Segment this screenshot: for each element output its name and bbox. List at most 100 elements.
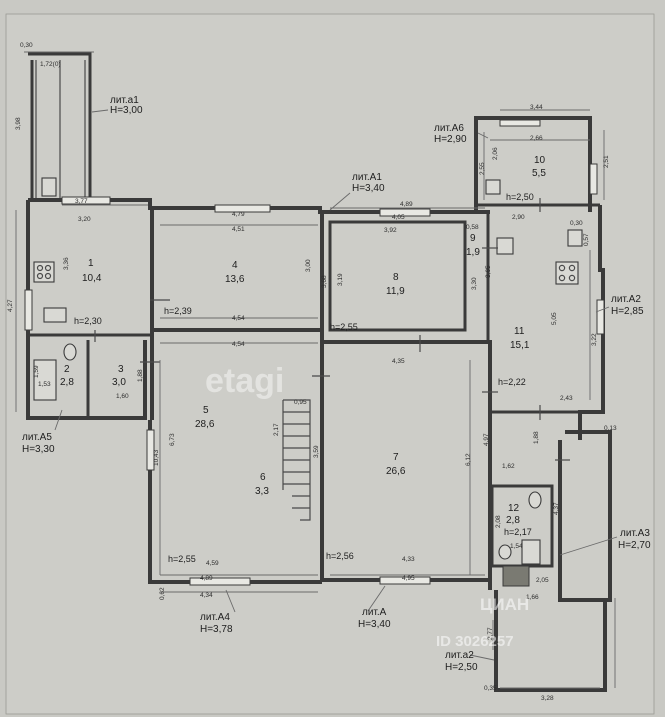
height-room11: h=2,22 <box>498 377 526 387</box>
dim-153: 1,53 <box>38 381 51 388</box>
room-8-number: 8 <box>393 272 399 283</box>
dim-398: 3,98 <box>15 117 22 130</box>
room-labels: 1 10,4 2 2,8 3 3,0 4 13,6 5 28,6 6 3,3 7… <box>60 155 546 526</box>
dim-454b: 4,54 <box>232 341 245 348</box>
leader-lines <box>54 109 618 661</box>
toilet-2 <box>63 343 77 361</box>
fixture-10 <box>485 179 501 195</box>
sink-11 <box>496 237 514 255</box>
label-a2-name: лит.а2 <box>445 650 474 661</box>
windows <box>24 119 605 586</box>
dim-435: 4,35 <box>392 358 405 365</box>
dim-320: 3,20 <box>78 216 91 223</box>
room-4-number: 4 <box>232 260 238 271</box>
label-A-name: лит.А <box>362 607 387 618</box>
dim-206: 2,06 <box>492 147 499 160</box>
dim-205: 2,05 <box>536 577 549 584</box>
dim-495: 4,95 <box>402 575 415 582</box>
doors <box>94 198 570 461</box>
room-7-number: 7 <box>393 452 399 463</box>
dim-300: 3,00 <box>305 259 312 272</box>
room-10-area: 5,5 <box>532 168 546 179</box>
dim-058: 0,58 <box>466 224 479 231</box>
room-11-number: 11 <box>514 326 525 337</box>
dim-433: 4,33 <box>402 556 415 563</box>
room-10-number: 10 <box>534 155 546 166</box>
room-5-area: 28,6 <box>195 419 215 430</box>
dim-062: 0,62 <box>159 587 166 600</box>
toilet-12 <box>528 491 542 509</box>
sink-1 <box>43 307 67 323</box>
room-7-area: 26,6 <box>386 466 406 477</box>
dim-673: 6,73 <box>169 433 176 446</box>
dim-1043: 10,43 <box>153 449 160 466</box>
dim-013: 0,13 <box>604 425 617 432</box>
room-11-area: 15,1 <box>510 340 530 351</box>
block-a1 <box>24 51 94 200</box>
dim-030b: 0,30 <box>570 220 583 227</box>
block-A2 <box>578 205 605 440</box>
dim-095: 0,95 <box>294 399 307 406</box>
watermarks: etagi ЦИАН ID 3026257 <box>205 362 529 650</box>
watermark-etagi: etagi <box>205 362 284 400</box>
dim-392: 3,92 <box>384 227 397 234</box>
label-A6-name: лит.А6 <box>434 123 464 134</box>
dim-377: 3,77 <box>75 198 88 205</box>
chimney <box>41 177 57 197</box>
dim-434: 4,34 <box>200 592 213 599</box>
watermark-cian: ЦИАН <box>480 595 529 614</box>
dim-368: 3,68 <box>321 275 328 288</box>
room-2-number: 2 <box>64 364 70 375</box>
dimension-lines <box>15 109 616 689</box>
label-A3-name: лит.А3 <box>620 528 650 539</box>
room-3-number: 3 <box>118 364 124 375</box>
dim-188b: 1,88 <box>533 431 540 444</box>
room-5-number: 5 <box>203 405 209 416</box>
dim-405: 4,05 <box>392 214 405 221</box>
dim-166: 1,66 <box>526 594 539 601</box>
label-A4-name: лит.А4 <box>200 612 230 623</box>
sheet-frame <box>5 13 655 715</box>
height-room8: h=2,55 <box>330 322 358 332</box>
height-room4: h=2,39 <box>164 306 192 316</box>
dim-489: 4,89 <box>400 201 413 208</box>
dim-427: 4,27 <box>7 299 14 312</box>
room-9-number: 9 <box>470 233 476 244</box>
label-a1-name: лит.а1 <box>110 95 139 106</box>
dim-159: 1,59 <box>33 365 40 378</box>
room-1-area: 10,4 <box>82 273 102 284</box>
dim-451: 4,51 <box>232 226 245 233</box>
height-room7: h=2,56 <box>326 551 354 561</box>
dim-217: 2,17 <box>273 423 280 436</box>
room-3-area: 3,0 <box>112 377 126 388</box>
room-9-area: 1,9 <box>466 247 480 258</box>
dim-489b: 4,89 <box>200 575 213 582</box>
stove-1 <box>33 261 55 283</box>
label-A5-name: лит.А5 <box>22 432 52 443</box>
label-A5-height: H=3,30 <box>22 444 55 455</box>
height-room1: h=2,30 <box>74 316 102 326</box>
label-a1-height: H=3,00 <box>110 105 143 116</box>
dim-266: 2,66 <box>530 135 543 142</box>
sink-12 <box>521 539 541 565</box>
dim-336: 3,36 <box>63 257 70 270</box>
block-a2 <box>494 590 607 692</box>
dim-322: 3,22 <box>591 333 598 346</box>
washbasin-12 <box>498 544 512 560</box>
dim-188: 1,88 <box>137 369 144 382</box>
dim-344: 3,44 <box>530 104 543 111</box>
room-8-area: 11,9 <box>386 286 405 297</box>
dim-319: 3,19 <box>337 273 344 286</box>
height-room12: h=2,17 <box>504 527 532 537</box>
block-labels: лит.а1 H=3,00 лит.А6 H=2,90 лит.А1 H=3,4… <box>22 95 651 673</box>
steps <box>502 565 530 587</box>
watermark-id: ID 3026257 <box>436 633 514 650</box>
dim-208: 2,08 <box>495 515 502 528</box>
height-room5: h=2,55 <box>168 554 196 564</box>
dim-243: 2,43 <box>560 395 573 402</box>
dim-290: 2,90 <box>512 214 525 221</box>
dim-437: 4,37 <box>553 502 560 515</box>
dim-330: 3,30 <box>471 277 478 290</box>
boiler <box>567 229 583 247</box>
